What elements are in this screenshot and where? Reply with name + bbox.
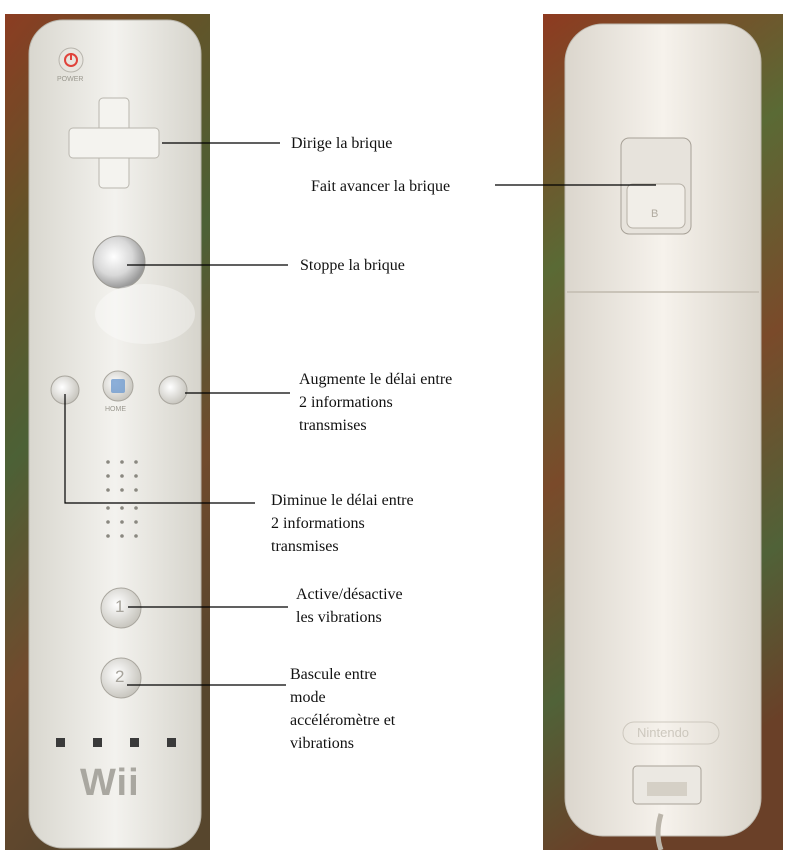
label-button-1-line-1: Active/désactive [296,586,403,603]
remote-back-photo: B Nintendo [543,14,783,850]
speaker-grille [106,460,138,538]
label-button-2-line-4: vibrations [290,735,354,752]
label-button-2-line-1: Bascule entre [290,666,377,683]
button-2 [100,657,142,699]
label-minus-line-3: transmises [271,538,339,555]
label-minus-line-2: 2 informations [271,515,365,532]
leader-minus [64,394,255,504]
label-button-2: Bascule entre mode accéléromètre et vibr… [290,663,395,755]
label-minus-line-1: Diminue le délai entre [271,492,414,509]
b-button-label: B [651,208,659,220]
label-b-button: Fait avancer la brique [311,178,451,195]
power-label: POWER [57,76,84,83]
label-button-2-line-2: mode [290,689,326,706]
button-1 [100,587,142,629]
button-2-label: 2 [115,667,125,686]
b-trigger [620,137,692,235]
a-button [92,235,146,289]
label-minus: Diminue le délai entre 2 informations tr… [271,489,414,558]
label-button-1-line-2: les vibrations [296,609,382,626]
wii-logo: Wii [80,762,140,804]
label-a-button: Stoppe la brique [300,257,405,274]
plus-button [158,375,188,405]
label-plus-line-2: 2 informations [299,394,393,411]
remote-back-body [564,23,762,837]
power-button [58,47,84,73]
label-dpad: Dirige la brique [291,135,393,152]
home-label: HOME [105,406,126,413]
label-plus-line-1: Augmente le délai entre [299,371,453,388]
remote-front-body [28,19,202,849]
player-leds [56,738,176,747]
nintendo-brand: Nintendo [637,725,690,740]
button-1-label: 1 [115,597,125,616]
label-plus: Augmente le délai entre 2 informations t… [299,368,452,437]
label-button-1: Active/désactive les vibrations [296,583,403,629]
label-plus-line-3: transmises [299,417,367,434]
dpad [68,97,160,189]
label-button-2-line-3: accéléromètre et [290,712,396,729]
remote-front-photo: POWER HOME 1 2 Wii [5,14,210,850]
